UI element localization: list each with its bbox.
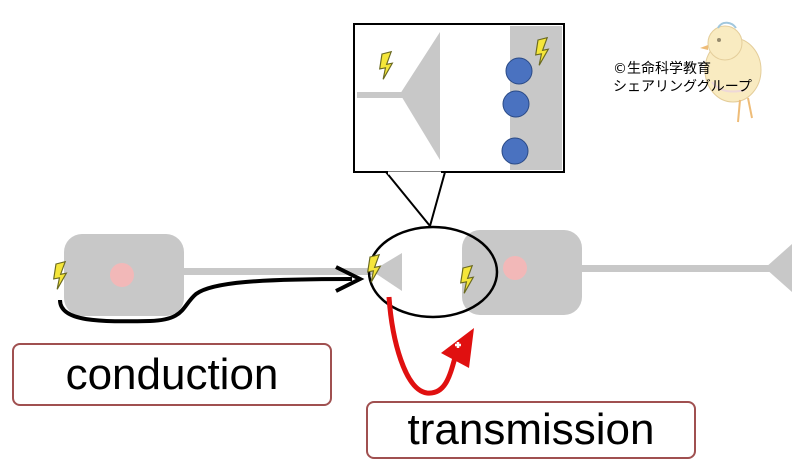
conduction-label: conduction <box>12 343 332 406</box>
vesicle <box>502 90 530 118</box>
presynaptic-nucleus <box>110 263 134 287</box>
credit-line-1: ©生命科学教育 <box>613 61 711 77</box>
postsynaptic-axon <box>582 265 772 272</box>
credit-line-2: シェアリンググループ <box>613 79 752 95</box>
vesicle <box>501 137 529 165</box>
zoom-axon-terminal <box>400 32 440 160</box>
conduction-arrow <box>58 265 365 324</box>
copyright-credit: ©生命科学教育 シェアリンググループ <box>613 60 752 96</box>
postsynaptic-terminal <box>765 244 792 292</box>
transmission-arrow <box>386 296 474 396</box>
plus-icon <box>455 342 461 348</box>
postsynaptic-nucleus <box>503 256 527 280</box>
transmission-label: transmission <box>366 401 696 459</box>
presynaptic-axon <box>184 268 374 275</box>
vesicle <box>505 57 533 85</box>
axon-terminal <box>372 253 402 291</box>
postsynaptic-neuron <box>462 230 792 315</box>
synapse-zoom-callout <box>353 23 565 229</box>
zoom-axon <box>357 92 427 98</box>
presynaptic-neuron <box>64 234 402 316</box>
chick-mascot-icon <box>700 21 762 123</box>
